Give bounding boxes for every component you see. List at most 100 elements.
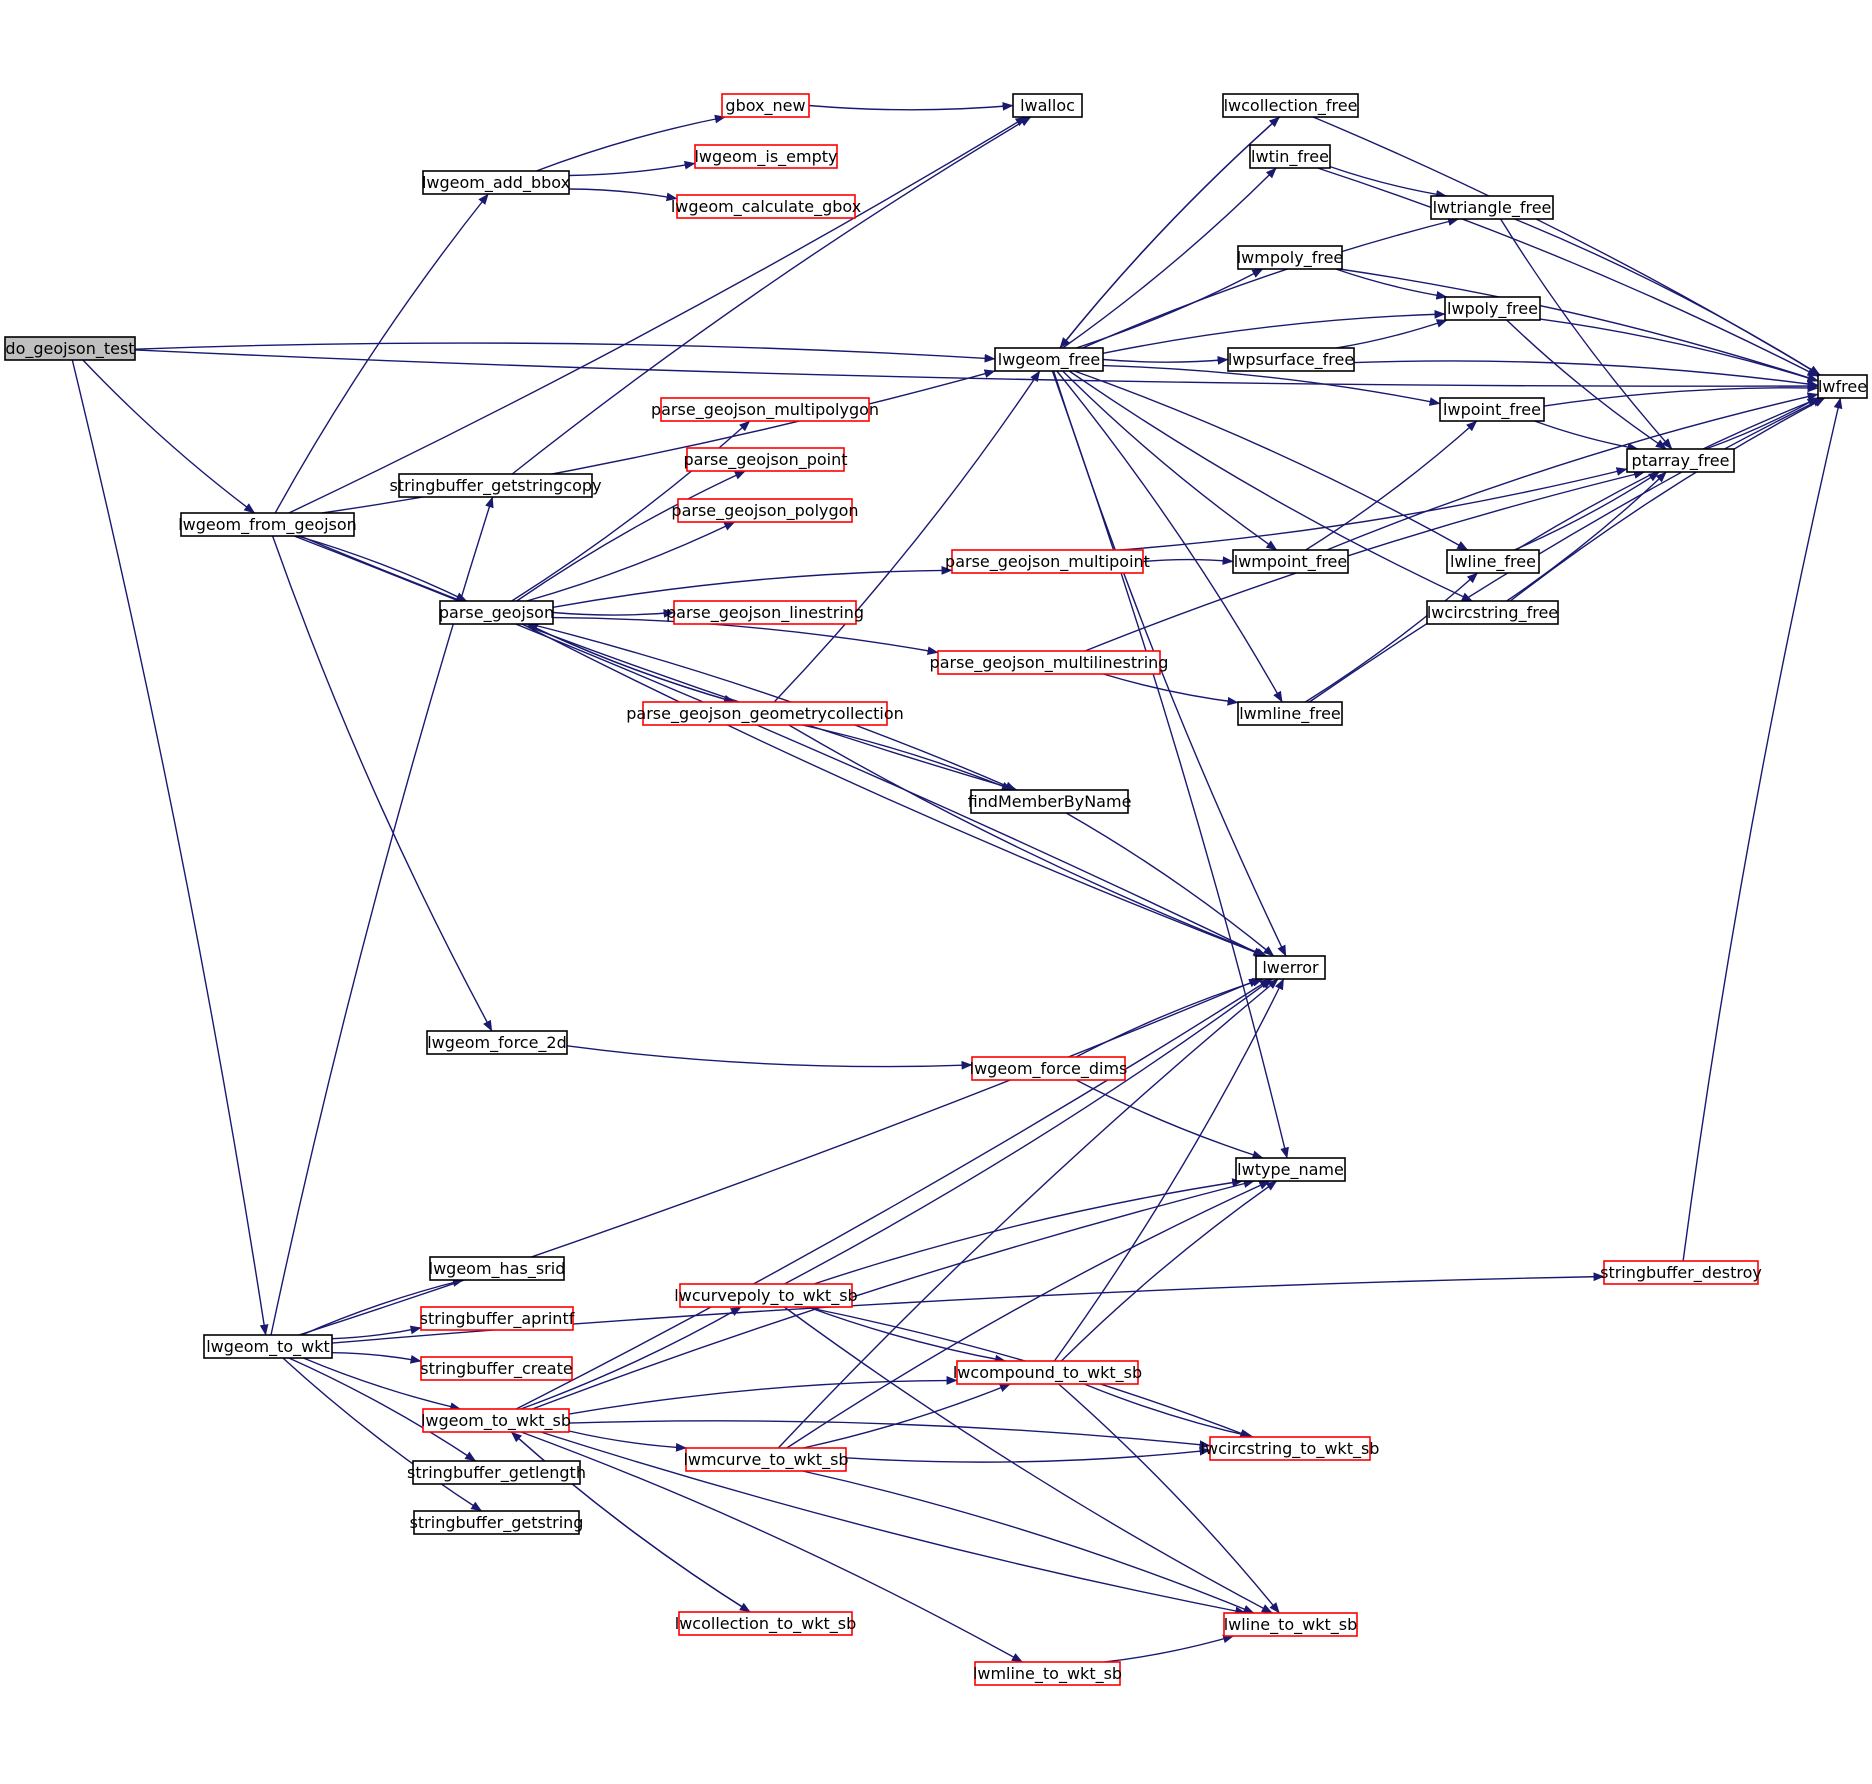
node-lwgeom-is-empty[interactable]: lwgeom_is_empty: [694, 144, 838, 169]
node-stringbuffer-aprintf[interactable]: stringbuffer_aprintf: [420, 1306, 575, 1331]
node-lwgeom-add-bbox[interactable]: lwgeom_add_bbox: [422, 170, 570, 195]
edge-lwgeom-from-geojson-to-lwalloc: [288, 116, 1027, 514]
node-layer: do_geojson_testlwgeom_from_geojsonlwgeom…: [4, 93, 1868, 1686]
node-lwcollection-to-wkt-sb[interactable]: lwcollection_to_wkt_sb: [675, 1611, 856, 1636]
node-box: [1237, 701, 1343, 726]
edge-parse-geojson-to-findMemberByName: [529, 623, 1017, 791]
edge-lwmline-free-to-lwline-free: [1305, 572, 1479, 703]
node-parse-geojson-multilinestring[interactable]: parse_geojson_multilinestring: [930, 650, 1169, 675]
node-label: lwmcurve_to_wkt_sb: [683, 1450, 848, 1470]
node-lwline-to-wkt-sb[interactable]: lwline_to_wkt_sb: [1223, 1612, 1358, 1637]
node-parse-geojson-linestring[interactable]: parse_geojson_linestring: [666, 600, 864, 625]
edge-lwgeom-free-to-lwpsurface-free: [1102, 355, 1229, 365]
node-lwfree[interactable]: lwfree: [1817, 374, 1868, 399]
node-parse-geojson-point[interactable]: parse_geojson_point: [683, 447, 848, 472]
node-lwcircstring-free[interactable]: lwcircstring_free: [1426, 600, 1559, 625]
node-parse-geojson-multipolygon[interactable]: parse_geojson_multipolygon: [651, 397, 879, 422]
edge-lwmcurve-to-wkt-sb-to-lwline-to-wkt-sb: [802, 1470, 1255, 1614]
node-stringbuffer-getlength[interactable]: stringbuffer_getlength: [407, 1460, 586, 1485]
edge-lwcompound-to-wkt-sb-to-lwcircstring-to-wkt-sb: [1083, 1383, 1254, 1440]
node-lwpoly-free[interactable]: lwpoly_free: [1444, 296, 1541, 321]
node-parse-geojson-geometrycollection[interactable]: parse_geojson_geometrycollection: [626, 701, 904, 726]
edge-parse-geojson-to-parse-geojson-polygon: [526, 521, 736, 602]
node-lwerror[interactable]: lwerror: [1255, 955, 1326, 980]
edge-lwmline-free-to-lwfree: [1309, 397, 1824, 703]
node-gbox-new[interactable]: gbox_new: [721, 93, 810, 118]
node-label: lwgeom_free: [998, 350, 1100, 370]
node-lwmpoly-free[interactable]: lwmpoly_free: [1237, 245, 1344, 270]
node-parse-geojson-polygon[interactable]: parse_geojson_polygon: [671, 498, 859, 523]
edge-parse-geojson-geometrycollection-to-parse-geojson: [526, 623, 735, 703]
node-label: lwtriangle_free: [1433, 198, 1552, 218]
node-stringbuffer-create[interactable]: stringbuffer_create: [420, 1356, 573, 1381]
node-lwcompound-to-wkt-sb[interactable]: lwcompound_to_wkt_sb: [953, 1360, 1142, 1385]
node-parse-geojson-multipoint[interactable]: parse_geojson_multipoint: [945, 549, 1150, 574]
node-box: [1222, 93, 1359, 118]
node-lwpsurface-free[interactable]: lwpsurface_free: [1227, 347, 1355, 372]
node-lwmpoint-free[interactable]: lwmpoint_free: [1232, 549, 1349, 574]
node-stringbuffer-getstringcopy[interactable]: stringbuffer_getstringcopy: [389, 473, 602, 498]
edge-lwgeom-to-wkt-to-stringbuffer-create: [331, 1352, 422, 1364]
node-lwcollection-free[interactable]: lwcollection_free: [1222, 93, 1359, 118]
edge-lwgeom-free-to-lwline-free: [1074, 370, 1469, 551]
node-box: [420, 1356, 573, 1381]
node-box: [679, 1283, 853, 1308]
node-lwmline-to-wkt-sb[interactable]: lwmline_to_wkt_sb: [973, 1661, 1122, 1686]
node-ptarray-free[interactable]: ptarray_free: [1626, 448, 1735, 473]
node-box: [439, 600, 554, 625]
node-lwtype-name[interactable]: lwtype_name: [1235, 1157, 1346, 1182]
node-lwcurvepoly-to-wkt-sb[interactable]: lwcurvepoly_to_wkt_sb: [674, 1283, 858, 1308]
node-lwgeom-from-geojson[interactable]: lwgeom_from_geojson: [178, 512, 357, 537]
node-lwgeom-free[interactable]: lwgeom_free: [994, 347, 1104, 372]
edge-layer: [71, 101, 1843, 1663]
edge-parse-geojson-to-lwerror: [521, 623, 1266, 957]
node-lwtin-free[interactable]: lwtin_free: [1249, 144, 1331, 169]
node-lwgeom-to-wkt[interactable]: lwgeom_to_wkt: [203, 1334, 333, 1359]
node-box: [1426, 600, 1559, 625]
node-parse-geojson[interactable]: parse_geojson: [439, 600, 554, 625]
node-lwtriangle-free[interactable]: lwtriangle_free: [1430, 195, 1554, 220]
edge-lwgeom-free-to-lwtin-free: [1062, 167, 1277, 349]
node-findMemberByName[interactable]: findMemberByName: [968, 789, 1132, 814]
node-lwmcurve-to-wkt-sb[interactable]: lwmcurve_to_wkt_sb: [683, 1447, 849, 1472]
node-lwgeom-force-dims[interactable]: lwgeom_force_dims: [970, 1056, 1128, 1081]
node-stringbuffer-getstring[interactable]: stringbuffer_getstring: [410, 1510, 584, 1535]
node-box: [180, 512, 355, 537]
node-lwgeom-force-2d[interactable]: lwgeom_force_2d: [426, 1030, 568, 1055]
node-lwpoint-free[interactable]: lwpoint_free: [1439, 397, 1545, 422]
edge-gbox-new-to-lwalloc: [808, 101, 1014, 111]
node-box: [937, 650, 1161, 675]
edge-lwgeom-to-wkt-sb-to-lwtype-name: [532, 1179, 1255, 1410]
node-lwgeom-has-srid[interactable]: lwgeom_has_srid: [429, 1256, 566, 1281]
edge-do-geojson-test-to-lwgeom-to-wkt: [71, 359, 269, 1336]
node-label: lwgeom_add_bbox: [422, 173, 570, 193]
edge-parse-geojson-to-parse-geojson-linestring: [552, 608, 675, 618]
edge-lwgeom-from-geojson-to-lwgeom-add-bbox: [274, 193, 489, 514]
edge-lwmpoint-free-to-lwpoint-free: [1305, 420, 1478, 551]
node-lwmline-free[interactable]: lwmline_free: [1237, 701, 1343, 726]
node-box: [1439, 397, 1545, 422]
edge-lwgeom-to-wkt-to-stringbuffer-getstring: [282, 1357, 483, 1512]
edge-lwmpoly-free-to-lwpoly-free: [1335, 268, 1448, 300]
node-lwgeom-to-wkt-sb[interactable]: lwgeom_to_wkt_sb: [421, 1408, 571, 1433]
node-label: lwgeom_force_2d: [427, 1033, 567, 1053]
edge-lwgeom-from-geojson-to-lwerror: [293, 535, 1265, 957]
edge-lwgeom-free-to-lwmpoint-free: [1062, 370, 1278, 551]
edge-lwgeom-to-wkt-sb-to-lwcircstring-to-wkt-sb: [568, 1420, 1211, 1450]
node-label: lwmpoly_free: [1237, 248, 1344, 268]
node-stringbuffer-destroy[interactable]: stringbuffer_destroy: [1600, 1260, 1762, 1285]
node-lwalloc[interactable]: lwalloc: [1012, 93, 1083, 118]
node-lwline-free[interactable]: lwline_free: [1446, 549, 1540, 574]
node-label: parse_geojson_linestring: [666, 603, 864, 623]
node-box: [676, 194, 856, 219]
node-box: [412, 1460, 581, 1485]
node-lwcircstring-to-wkt-sb[interactable]: lwcircstring_to_wkt_sb: [1201, 1436, 1380, 1461]
node-lwgeom-calculate-gbox[interactable]: lwgeom_calculate_gbox: [671, 194, 861, 219]
node-box: [426, 1030, 568, 1055]
node-do-geojson-test[interactable]: do_geojson_test: [4, 336, 136, 361]
edge-lwcollection-free-to-lwfree: [1312, 116, 1821, 376]
edge-lwpsurface-free-to-lwfree: [1353, 360, 1819, 389]
node-label: parse_geojson_geometrycollection: [626, 704, 904, 724]
node-label: lwfree: [1818, 377, 1867, 396]
edge-lwmcurve-to-wkt-sb-to-lwcircstring-to-wkt-sb: [845, 1446, 1211, 1463]
